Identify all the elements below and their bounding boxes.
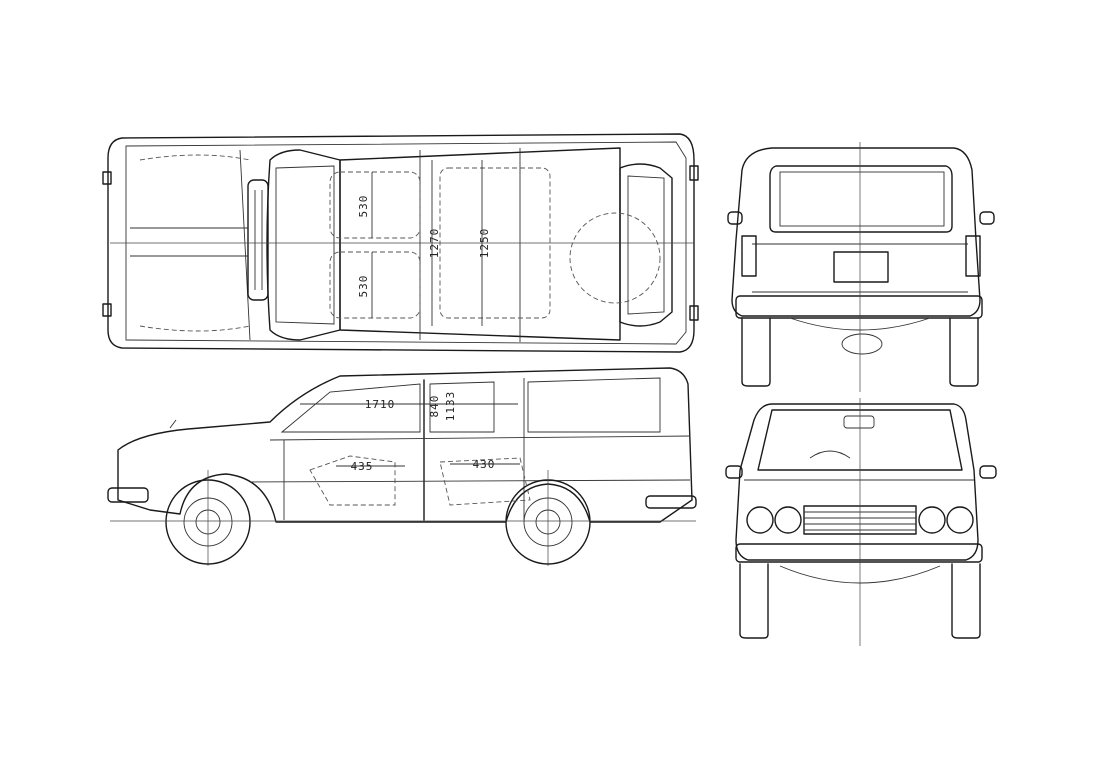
dim-rear-seat-depth: 430 bbox=[473, 458, 496, 471]
dim-headroom-rear: 1133 bbox=[444, 391, 457, 422]
dim-interior-length: 1710 bbox=[365, 398, 396, 411]
dim-front-seat-width: 530 bbox=[357, 195, 370, 218]
dim-rear-interior-width: 1250 bbox=[478, 228, 491, 259]
dim-front-seat-depth: 435 bbox=[351, 460, 374, 473]
dim-front-interior-width: 1270 bbox=[428, 228, 441, 259]
dim-headroom-front: 840 bbox=[428, 395, 441, 418]
top-view bbox=[102, 133, 699, 353]
dim-rear-seat-width: 530 bbox=[357, 275, 370, 298]
front-view bbox=[725, 398, 997, 646]
side-view bbox=[107, 367, 697, 566]
rear-view bbox=[727, 142, 995, 392]
